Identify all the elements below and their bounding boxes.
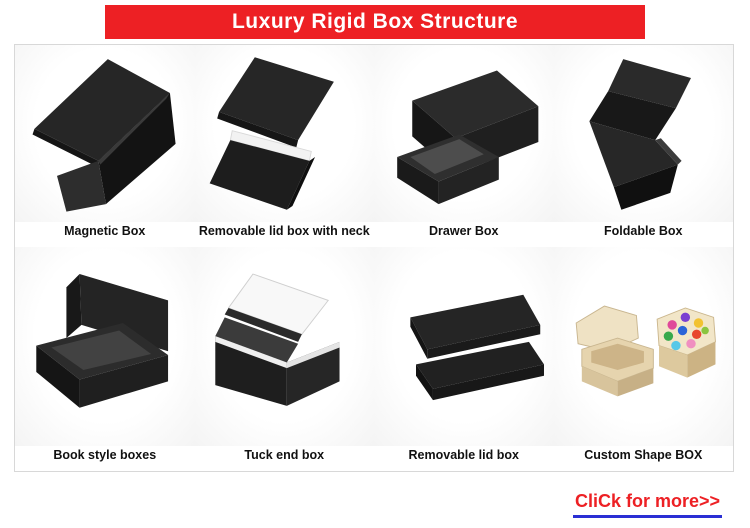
- book-style-box-image: [15, 247, 195, 446]
- product-label: Drawer Box: [429, 224, 499, 238]
- title-banner: Luxury Rigid Box Structure: [105, 5, 645, 39]
- magnetic-box-image: [15, 45, 195, 222]
- product-label: Tuck end box: [244, 448, 325, 462]
- foldable-box-image: [553, 45, 733, 222]
- magnetic-box-icon: [32, 58, 176, 212]
- foldable-box-icon: [589, 58, 692, 210]
- product-cell-removable-lid-box: Removable lid box: [374, 247, 554, 471]
- product-grid: Magnetic Box Removable lid box with neck: [14, 44, 734, 472]
- product-label: Book style boxes: [53, 448, 157, 462]
- product-cell-foldable-box: Foldable Box: [553, 45, 733, 247]
- product-cell-magnetic-box: Magnetic Box: [15, 45, 195, 247]
- tuck-end-box-image: [194, 247, 374, 446]
- removable-lid-box-icon: [410, 294, 544, 400]
- product-label: Custom Shape BOX: [584, 448, 703, 462]
- product-label: Magnetic Box: [64, 224, 146, 238]
- custom-shape-box-image: [553, 247, 733, 446]
- product-cell-custom-shape-box: Custom Shape BOX: [553, 247, 733, 471]
- product-label: Removable lid box: [408, 448, 519, 462]
- product-cell-removable-lid-neck: Removable lid box with neck: [194, 45, 374, 247]
- tuck-end-box-icon: [215, 272, 340, 406]
- product-cell-book-style-box: Book style boxes: [15, 247, 195, 471]
- removable-lid-neck-image: [194, 45, 374, 222]
- product-cell-tuck-end-box: Tuck end box: [194, 247, 374, 471]
- custom-shape-box-icon: [575, 305, 717, 396]
- product-cell-drawer-box: Drawer Box: [374, 45, 554, 247]
- product-label: Foldable Box: [604, 224, 683, 238]
- product-label: Removable lid box with neck: [198, 224, 370, 238]
- drawer-box-icon: [396, 69, 539, 204]
- page-title: Luxury Rigid Box Structure: [231, 10, 519, 33]
- click-for-more-link[interactable]: CliCk for more>>: [572, 491, 722, 518]
- removable-lid-neck-icon: [209, 56, 335, 210]
- removable-lid-box-image: [374, 247, 554, 446]
- book-style-box-icon: [36, 273, 168, 408]
- drawer-box-image: [374, 45, 554, 222]
